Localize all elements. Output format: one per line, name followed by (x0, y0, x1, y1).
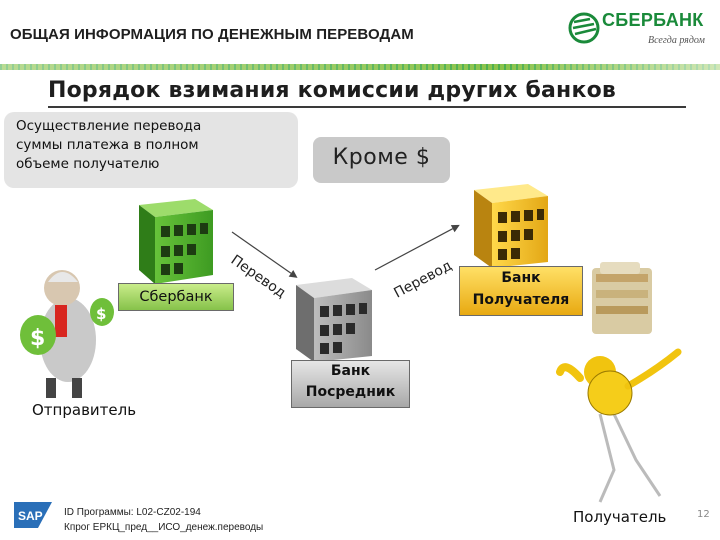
recipient-line-1: Банк (460, 267, 582, 289)
receiver-caption: Получатель (573, 508, 666, 526)
program-id: ID Программы: L02-CZ02-194 (64, 507, 201, 518)
sap-logo-text: SAP (18, 509, 43, 523)
transfer-label-1: Перевод (228, 252, 289, 301)
recipient-bank-label: Банк Получателя (459, 266, 583, 316)
sender-figure-icon: $ $ (20, 270, 114, 398)
svg-text:$: $ (30, 326, 45, 351)
svg-text:$: $ (96, 305, 106, 323)
sender-caption: Отправитель (32, 401, 136, 419)
sberbank-label: Сбербанк (118, 283, 234, 311)
intermediary-bank-building-icon (296, 278, 372, 362)
file-name: Кпрог ЕРКЦ_пред__ИСО_денеж.переводы (64, 522, 263, 533)
transfer-label-2: Перевод (391, 258, 454, 302)
recipient-line-2: Получателя (460, 289, 582, 311)
intermediary-bank-label: Банк Посредник (291, 360, 410, 408)
sap-logo: SAP (14, 502, 52, 528)
page-number: 12 (697, 509, 710, 520)
receiver-figure-icon (560, 352, 678, 502)
intermediary-line-1: Банк (292, 361, 409, 382)
intermediary-line-2: Посредник (292, 382, 409, 403)
recipient-bank-building-icon (474, 184, 548, 268)
sberbank-building-icon (139, 199, 213, 284)
money-stack-icon (592, 262, 652, 334)
